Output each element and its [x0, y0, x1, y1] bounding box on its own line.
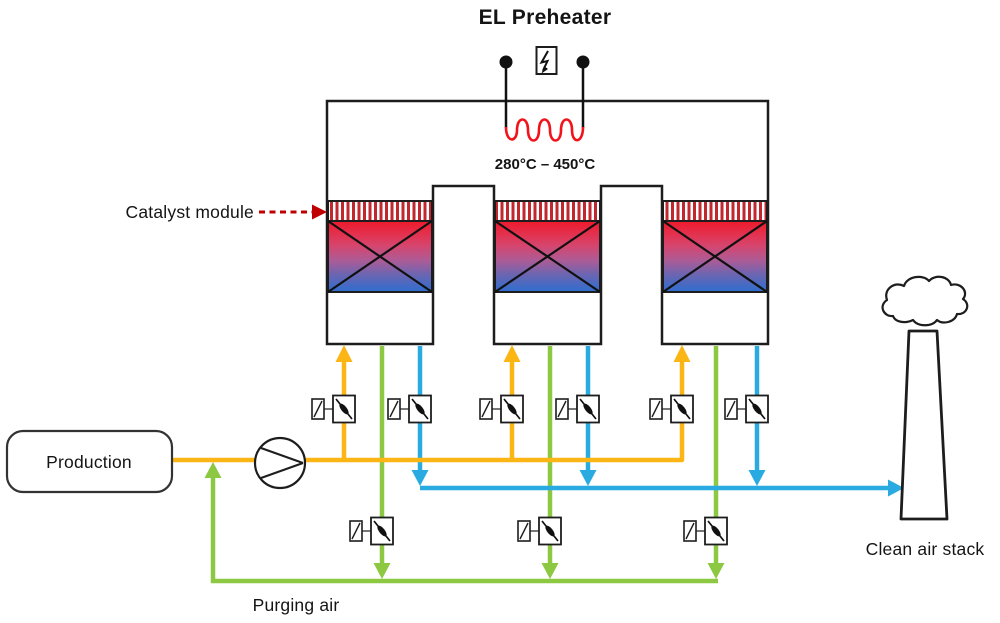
- purge-valve-2: [517, 516, 562, 546]
- el-preheater: [499, 46, 590, 142]
- catalyst-modules: [327, 200, 768, 222]
- lightning-bolt-icon: [539, 50, 550, 71]
- purge-arrow-up-to-fan-inlet: [204, 462, 222, 478]
- heater-coil: [504, 118, 585, 142]
- catalyst-annotation: Catalyst module: [126, 202, 327, 222]
- fan-icon: [253, 436, 307, 490]
- heat-exchange-media: [327, 220, 768, 293]
- purge-valve-1: [349, 516, 394, 546]
- fan-blade-line: [260, 462, 304, 479]
- outlet-arrow-down-3: [748, 470, 766, 486]
- inlet-valve-2: [479, 394, 524, 424]
- production-source: Production: [5, 429, 174, 494]
- lightning-bolt-tip: [541, 66, 548, 74]
- inlet-arrow-up-2: [503, 345, 521, 362]
- purging-air-label: Purging air: [253, 595, 340, 615]
- media-2-x-diagonal: [494, 220, 601, 293]
- outlet-arrow-down-2: [579, 470, 597, 486]
- media-1-x-diagonal: [327, 220, 433, 293]
- clean-air-manifold: [420, 479, 904, 497]
- inlet-arrow-up-1: [335, 345, 353, 362]
- production-box: [5, 429, 174, 494]
- outlet-arrow-down-1: [411, 470, 429, 486]
- process-fan: [253, 436, 307, 490]
- catalyst-module-3: [662, 200, 768, 222]
- catalyst-arrowhead: [312, 204, 327, 220]
- inlet-arrow-up-3: [673, 345, 691, 362]
- outlet-valve-3: [724, 394, 769, 424]
- outlet-valve-1: [387, 394, 432, 424]
- catalyst-module-1: [327, 200, 433, 222]
- exhaust-cloud-icon: [881, 275, 969, 327]
- outlet-valve-2: [555, 394, 600, 424]
- catalyst-module-2: [494, 200, 601, 222]
- clean-air-arrow-to-stack: [888, 479, 904, 497]
- clean-air-stack: Clean air stack: [866, 275, 985, 559]
- heater-terminal-right: [576, 55, 590, 69]
- purge-arrow-down-2: [541, 563, 559, 579]
- media-3-x-diagonal: [662, 220, 768, 293]
- inlet-valve-1: [311, 394, 356, 424]
- purge-arrow-down-1: [373, 563, 391, 579]
- stack-chimney: [899, 329, 949, 521]
- diagram-title: EL Preheater: [479, 6, 612, 29]
- purge-manifold: [210, 474, 718, 584]
- catalyst-module-label: Catalyst module: [126, 202, 254, 222]
- fan-blade-line: [260, 447, 304, 464]
- purge-arrow-down-3: [707, 563, 725, 579]
- temperature-range-label: 280°C – 450°C: [495, 156, 596, 173]
- purge-valve-3: [683, 516, 728, 546]
- production-label: Production: [46, 452, 132, 472]
- heater-terminal-left: [499, 55, 513, 69]
- inlet-valve-3: [649, 394, 694, 424]
- clean-air-stack-label: Clean air stack: [866, 539, 985, 559]
